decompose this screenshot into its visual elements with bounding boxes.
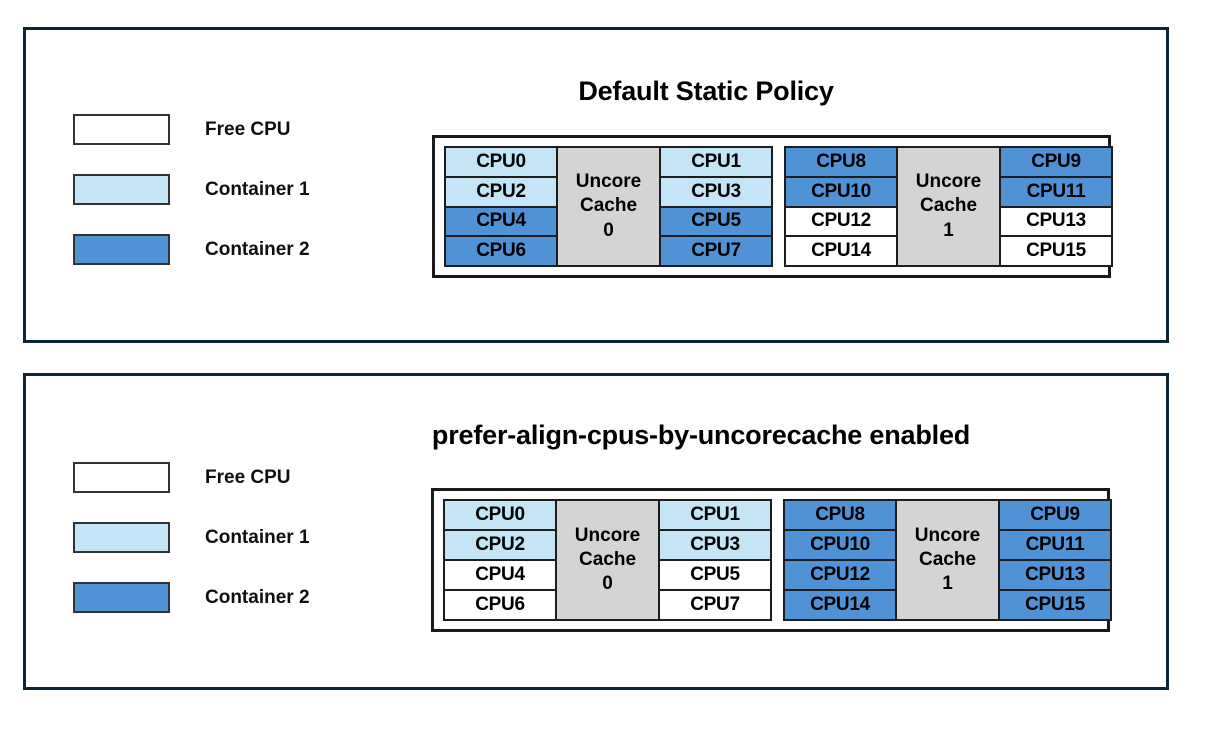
cpu-cell: CPU4 — [446, 207, 556, 238]
cpu-cell: CPU11 — [1001, 177, 1111, 208]
cpu-topology-grid: CPU0 CPU2 CPU4 CPU6 Uncore Cache 0 CPU1 … — [431, 488, 1112, 632]
uncore-cache-line-1: Uncore — [574, 524, 641, 546]
cpu-cell: CPU13 — [1000, 561, 1110, 591]
uncore-cache-block: Uncore Cache 0 — [556, 148, 661, 265]
legend-swatch-free-cpu — [73, 114, 170, 145]
uncore-cache-line-1: Uncore — [575, 171, 642, 193]
cpu-column-left: CPU0 CPU2 CPU4 CPU6 — [446, 148, 556, 265]
cpu-cell: CPU12 — [786, 207, 896, 238]
uncore-cache-line-2: Cache — [918, 548, 977, 570]
cpu-column-right: CPU9 CPU11 CPU13 CPU15 — [1000, 501, 1110, 619]
panel-default-static-policy: Default Static Policy Free CPU Container… — [23, 27, 1169, 343]
legend-label-container-2: Container 2 — [205, 586, 310, 608]
uncore-cache-line-2: Cache — [579, 195, 638, 217]
legend-item-free-cpu: Free CPU — [73, 462, 310, 493]
cpu-cell: CPU10 — [785, 531, 895, 561]
uncore-cache-index: 1 — [942, 573, 953, 595]
uncore-cache-line-2: Cache — [578, 548, 637, 570]
cpu-cell: CPU5 — [661, 207, 771, 238]
page-title: Default Static Policy — [578, 76, 834, 106]
cpu-cell: CPU13 — [1001, 207, 1111, 238]
legend-item-container-1: Container 1 — [73, 522, 310, 553]
cpu-cell: CPU2 — [446, 177, 556, 208]
uncore-cache-index: 0 — [602, 573, 613, 595]
uncore-cache-line-2: Cache — [919, 195, 978, 217]
panel-prefer-align-cpus-by-uncorecache: prefer-align-cpus-by-uncorecache enabled… — [23, 373, 1169, 690]
page-title: prefer-align-cpus-by-uncorecache enabled — [431, 420, 971, 450]
legend-item-free-cpu: Free CPU — [73, 114, 310, 145]
uncore-group-1: CPU8 CPU10 CPU12 CPU14 Uncore Cache 1 CP… — [784, 146, 1113, 267]
cpu-cell: CPU15 — [1001, 237, 1111, 265]
uncore-cache-block: Uncore Cache 1 — [895, 501, 1000, 619]
uncore-cache-index: 1 — [943, 219, 954, 241]
cpu-cell: CPU1 — [660, 501, 770, 531]
uncore-cache-block: Uncore Cache 1 — [896, 148, 1001, 265]
cpu-cell: CPU0 — [446, 148, 556, 178]
cpu-column-left: CPU8 CPU10 CPU12 CPU14 — [786, 148, 896, 265]
cpu-cell: CPU14 — [785, 591, 895, 619]
legend-item-container-2: Container 2 — [73, 582, 310, 613]
legend-swatch-free-cpu — [73, 462, 170, 493]
uncore-cache-line-1: Uncore — [914, 524, 981, 546]
legend-swatch-container-1 — [73, 522, 170, 553]
cpu-cell: CPU14 — [786, 237, 896, 265]
legend-swatch-container-2 — [73, 582, 170, 613]
cpu-column-right: CPU1 CPU3 CPU5 CPU7 — [660, 501, 770, 619]
cpu-cell: CPU4 — [445, 561, 555, 591]
uncore-cache-block: Uncore Cache 0 — [555, 501, 660, 619]
cpu-cell: CPU12 — [785, 561, 895, 591]
uncore-cache-line-1: Uncore — [915, 171, 982, 193]
uncore-group-0: CPU0 CPU2 CPU4 CPU6 Uncore Cache 0 CPU1 … — [444, 146, 773, 267]
cpu-cell: CPU9 — [1000, 501, 1110, 531]
legend-item-container-2: Container 2 — [73, 234, 310, 265]
cpu-cell: CPU15 — [1000, 591, 1110, 619]
cpu-cell: CPU7 — [661, 237, 771, 265]
cpu-cell: CPU5 — [660, 561, 770, 591]
uncore-group-1: CPU8 CPU10 CPU12 CPU14 Uncore Cache 1 CP… — [783, 499, 1112, 621]
cpu-cell: CPU8 — [786, 148, 896, 178]
legend-item-container-1: Container 1 — [73, 174, 310, 205]
legend: Free CPU Container 1 Container 2 — [73, 114, 310, 265]
cpu-cell: CPU9 — [1001, 148, 1111, 178]
legend-swatch-container-1 — [73, 174, 170, 205]
cpu-cell: CPU1 — [661, 148, 771, 178]
cpu-cell: CPU6 — [445, 591, 555, 619]
cpu-cell: CPU11 — [1000, 531, 1110, 561]
cpu-cell: CPU10 — [786, 177, 896, 208]
cpu-cell: CPU8 — [785, 501, 895, 531]
uncore-group-0: CPU0 CPU2 CPU4 CPU6 Uncore Cache 0 CPU1 … — [443, 499, 772, 621]
legend-swatch-container-2 — [73, 234, 170, 265]
cpu-column-left: CPU0 CPU2 CPU4 CPU6 — [445, 501, 555, 619]
cpu-cell: CPU0 — [445, 501, 555, 531]
cpu-cell: CPU6 — [446, 237, 556, 265]
legend: Free CPU Container 1 Container 2 — [73, 462, 310, 613]
cpu-cell: CPU3 — [661, 177, 771, 208]
legend-label-container-1: Container 1 — [205, 178, 310, 200]
cpu-column-left: CPU8 CPU10 CPU12 CPU14 — [785, 501, 895, 619]
cpu-column-right: CPU1 CPU3 CPU5 CPU7 — [661, 148, 771, 265]
cpu-column-right: CPU9 CPU11 CPU13 CPU15 — [1001, 148, 1111, 265]
legend-label-container-2: Container 2 — [205, 238, 310, 260]
legend-label-free-cpu: Free CPU — [205, 118, 291, 140]
legend-label-container-1: Container 1 — [205, 526, 310, 548]
cpu-topology-grid: CPU0 CPU2 CPU4 CPU6 Uncore Cache 0 CPU1 … — [432, 135, 1113, 278]
legend-label-free-cpu: Free CPU — [205, 466, 291, 488]
cpu-cell: CPU3 — [660, 531, 770, 561]
uncore-cache-index: 0 — [603, 219, 614, 241]
cpu-cell: CPU7 — [660, 591, 770, 619]
cpu-cell: CPU2 — [445, 531, 555, 561]
